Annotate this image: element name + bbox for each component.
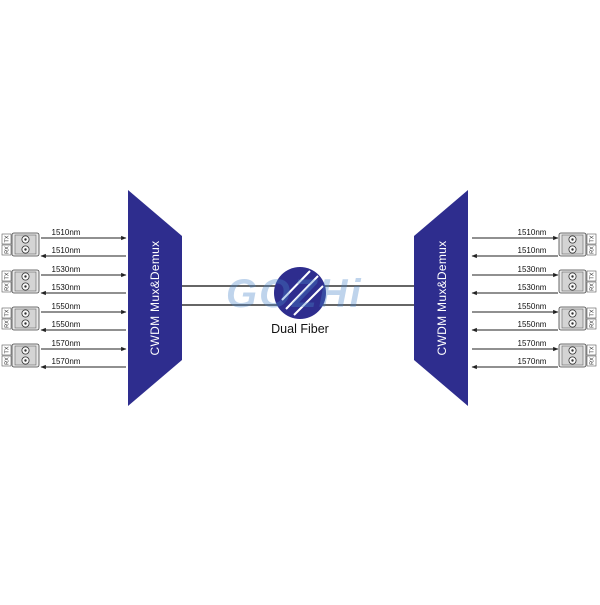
fiber-logo-icon (274, 267, 326, 319)
wavelength-label: 1550nm (518, 320, 547, 329)
left-transceiver-1: TX RX (1, 232, 40, 257)
tx-port-label: TX (5, 272, 11, 279)
rx-port-label: RX (5, 320, 11, 328)
right-transceiver-3: TX RX (558, 306, 597, 331)
tx-port-label: TX (590, 346, 596, 353)
right-channel-group: TXRX1510nm1510nmTXRX1530nm1530nmTXRX1550… (471, 228, 597, 370)
wavelength-label: 1530nm (52, 283, 81, 292)
rx-port-label: RX (5, 246, 11, 254)
tx-port-label: TX (5, 346, 11, 353)
tx-port-label: TX (5, 309, 11, 316)
wavelength-label: 1550nm (52, 302, 81, 311)
left-transceiver-2: TX RX (1, 269, 40, 294)
rx-port-label: RX (590, 357, 596, 365)
wavelength-label: 1510nm (518, 246, 547, 255)
rx-port-label: RX (5, 357, 11, 365)
rx-port-label: RX (590, 320, 596, 328)
left-mux-unit (128, 190, 182, 406)
wavelength-label: 1510nm (52, 246, 81, 255)
right-transceiver-2: TX RX (558, 269, 597, 294)
wavelength-label: 1530nm (518, 265, 547, 274)
left-mux-label: CWDM Mux&Demux (148, 241, 162, 356)
right-transceiver-1: TX RX (558, 232, 597, 257)
tx-port-label: TX (5, 235, 11, 242)
right-mux-unit (414, 190, 468, 406)
wavelength-label: 1510nm (518, 228, 547, 237)
tx-port-label: TX (590, 309, 596, 316)
left-channel-group: TXRX1510nm1510nmTXRX1530nm1530nmTXRX1550… (1, 228, 127, 370)
fiber-label: Dual Fiber (271, 322, 329, 336)
watermark: GOZHi (226, 272, 363, 316)
tx-port-label: TX (590, 272, 596, 279)
rx-port-label: RX (590, 246, 596, 254)
right-transceiver-4: TX RX (558, 343, 597, 368)
rx-port-label: RX (5, 283, 11, 291)
wavelength-label: 1570nm (518, 357, 547, 366)
wavelength-label: 1570nm (52, 339, 81, 348)
wavelength-label: 1530nm (52, 265, 81, 274)
wavelength-label: 1510nm (52, 228, 81, 237)
rx-port-label: RX (590, 283, 596, 291)
left-transceiver-3: TX RX (1, 306, 40, 331)
wavelength-label: 1550nm (518, 302, 547, 311)
wavelength-label: 1530nm (518, 283, 547, 292)
wavelength-label: 1570nm (518, 339, 547, 348)
tx-port-label: TX (590, 235, 596, 242)
left-transceiver-4: TX RX (1, 343, 40, 368)
wavelength-label: 1570nm (52, 357, 81, 366)
right-mux-label: CWDM Mux&Demux (435, 241, 449, 356)
wavelength-label: 1550nm (52, 320, 81, 329)
